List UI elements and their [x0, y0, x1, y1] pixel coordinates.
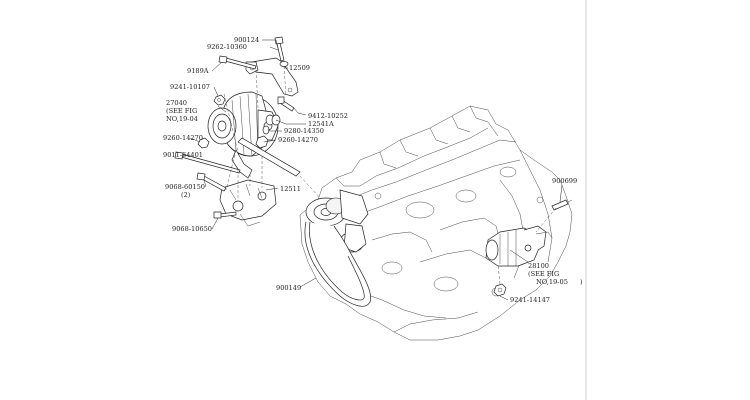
label-9260-14270-left: 9260-14270	[163, 134, 203, 142]
bolt-9262-10360	[274, 36, 285, 62]
nut-9241-10107	[213, 94, 226, 106]
label-9412-10252: 9412-10252	[308, 112, 348, 120]
label-12541A: 12541A	[308, 120, 334, 128]
adjusting-rod	[237, 137, 301, 177]
alternator-bracket-12511	[219, 179, 277, 227]
assembly-guide-lines	[223, 65, 557, 285]
label-9011-64401: 9011-64401	[163, 151, 203, 159]
label-28100-paren: )	[580, 278, 583, 286]
starter-motor	[485, 225, 553, 267]
label-900699: 900699	[552, 177, 577, 185]
bolt-9412-10252	[277, 96, 295, 112]
bolt-9011-64401	[174, 151, 241, 174]
washer-9280-14350	[262, 125, 270, 135]
label-9241-14147: 9241-14147	[510, 296, 550, 304]
engine-block	[299, 105, 573, 341]
label-900149: 900149	[276, 284, 301, 292]
washer-900124	[279, 61, 289, 67]
label-9068-60150-qty: (2)	[181, 191, 191, 199]
bolt-9068-10650	[213, 211, 237, 219]
part-number-labels: 900124 9262-10360 12509 9189A 9241-10107…	[163, 36, 583, 304]
label-9068-60150: 9068-60150	[165, 183, 205, 191]
label-27040-fig-no: NO,19-04	[166, 115, 198, 123]
label-9280-14350: 9280-14350	[284, 127, 324, 135]
label-9262-10360: 9262-10360	[207, 43, 247, 51]
label-12511: 12511	[280, 185, 301, 193]
starter-nut-9241-14147	[493, 283, 507, 297]
leader-lines	[181, 39, 563, 301]
label-9189A: 9189A	[187, 67, 209, 75]
label-9260-14270-right: 9260-14270	[278, 136, 318, 144]
label-9068-10650: 9068-10650	[172, 225, 212, 233]
label-28100: 28100	[528, 262, 549, 270]
label-28100-see-fig: (SEE FIG	[528, 270, 559, 278]
bolt-9068-60150	[196, 172, 227, 192]
nut-9260-14270-right	[255, 135, 269, 149]
label-900124: 900124	[234, 36, 259, 44]
bolt-9189A	[218, 55, 257, 70]
label-12509: 12509	[289, 64, 310, 72]
drive-belt	[304, 221, 372, 307]
label-27040: 27040	[166, 99, 187, 107]
label-9241-10107: 9241-10107	[170, 83, 210, 91]
nut-9260-14270-left	[197, 137, 210, 149]
crank-pulley-assembly	[305, 189, 369, 253]
label-28100-fig-no: NO,19-05	[536, 278, 568, 286]
label-27040-see-fig: (SEE FIG	[166, 107, 197, 115]
spacer-12541A	[265, 114, 281, 126]
starter-bolt-900699	[551, 199, 573, 211]
